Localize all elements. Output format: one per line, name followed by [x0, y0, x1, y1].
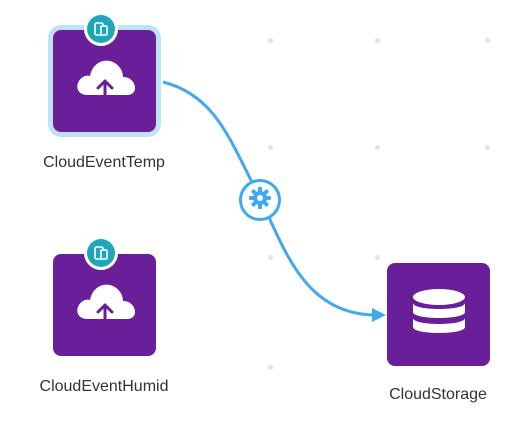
grid-dot — [485, 145, 490, 150]
node-cloud-storage[interactable] — [387, 263, 490, 366]
node-cloud-event-temp[interactable] — [53, 30, 156, 132]
cloud-upload-icon — [73, 53, 137, 109]
database-icon — [408, 286, 470, 344]
device-icon — [87, 15, 115, 43]
device-badge — [84, 12, 118, 46]
node-cloud-event-humid[interactable] — [53, 254, 156, 356]
node-label: CloudEventHumid — [39, 378, 169, 395]
grid-dot — [485, 38, 490, 43]
grid-dot — [375, 145, 380, 150]
grid-dot — [375, 38, 380, 43]
gear-icon — [248, 186, 272, 215]
node-label: CloudStorage — [389, 386, 487, 403]
node-label: CloudEventTemp — [43, 154, 165, 171]
cloud-upload-icon — [73, 277, 137, 333]
grid-dot — [268, 255, 273, 260]
grid-dot — [375, 255, 380, 260]
device-icon — [87, 239, 115, 267]
grid-dot — [268, 145, 273, 150]
device-badge — [84, 236, 118, 270]
grid-dot — [268, 38, 273, 43]
grid-dot — [268, 365, 273, 370]
connector-settings-button[interactable] — [239, 179, 281, 221]
